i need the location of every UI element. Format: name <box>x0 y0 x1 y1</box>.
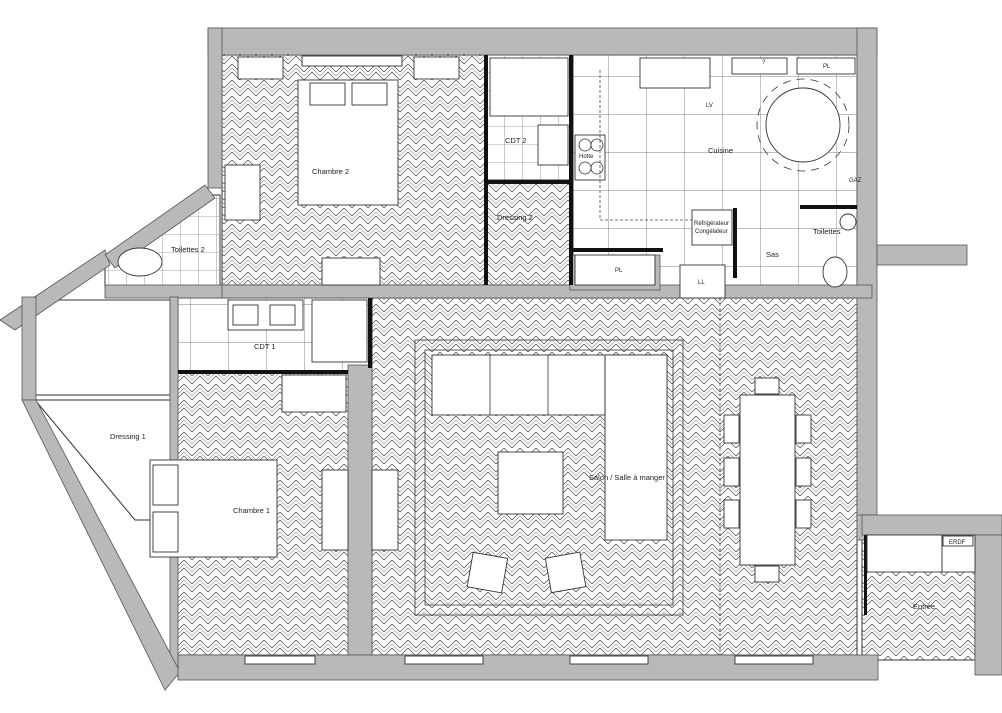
label-toilettes: Toilettes <box>813 227 841 236</box>
label-chambre2: Chambre 2 <box>312 167 349 176</box>
label-salon: Salon / Salle à manger <box>589 473 665 482</box>
dining-table <box>723 377 812 583</box>
label-pl-top: PL <box>823 64 831 70</box>
wardrobe <box>371 469 399 551</box>
label-erdf: ERDF <box>949 540 966 546</box>
rug <box>414 339 684 616</box>
ll-unit <box>679 264 726 299</box>
nightstand <box>237 56 284 80</box>
cabinet <box>281 374 347 413</box>
label-pl-bottom: PL <box>615 268 623 274</box>
sofa <box>431 354 668 541</box>
label-sas: Sas <box>766 250 779 259</box>
label-hotte: Hotte <box>579 154 594 160</box>
bed-chambre2 <box>297 79 399 206</box>
storage-box <box>34 299 171 396</box>
bench <box>321 257 381 286</box>
label-dressing1: Dressing 1 <box>110 432 146 441</box>
toilet <box>822 256 848 288</box>
label-unknown: ? <box>762 60 766 66</box>
toilet-2 <box>117 247 163 277</box>
label-cuisine: Cuisine <box>708 146 733 155</box>
erdf-label-box <box>942 535 974 547</box>
washbasin <box>839 213 857 231</box>
armchair <box>466 551 509 594</box>
armchair <box>544 551 587 594</box>
sink-cdt2 <box>537 124 569 166</box>
desk <box>224 164 261 221</box>
windows <box>244 55 814 665</box>
wardrobe <box>321 469 349 551</box>
label-chambre1: Chambre 1 <box>233 506 270 515</box>
label-cdt2: CDT 2 <box>505 136 527 145</box>
nightstand <box>413 56 460 80</box>
kitchen-counter <box>574 57 856 246</box>
pl-counter <box>574 254 656 286</box>
label-ll: LL <box>698 280 705 286</box>
label-entree: Entrée <box>913 602 935 611</box>
coffee-table <box>497 451 564 515</box>
dressing2-floor <box>486 182 571 286</box>
label-congelateur: Congélateur <box>695 229 728 235</box>
cdt1-vanity <box>227 299 368 363</box>
label-gaz: GAZ <box>849 178 862 184</box>
label-lv: LV <box>706 103 713 109</box>
label-refrigerateur: Réfrigérateur <box>694 221 729 227</box>
toilettes2-floor <box>104 194 221 289</box>
dining-table-round <box>756 78 850 172</box>
label-cdt1: CDT 1 <box>254 342 276 351</box>
bed-chambre1 <box>149 459 278 558</box>
interior-black-walls <box>178 55 867 615</box>
shower <box>489 57 569 117</box>
label-toilettes2: Toilettes 2 <box>171 245 205 254</box>
entree-closet <box>866 534 943 573</box>
label-dressing2: Dressing 2 <box>497 213 533 222</box>
